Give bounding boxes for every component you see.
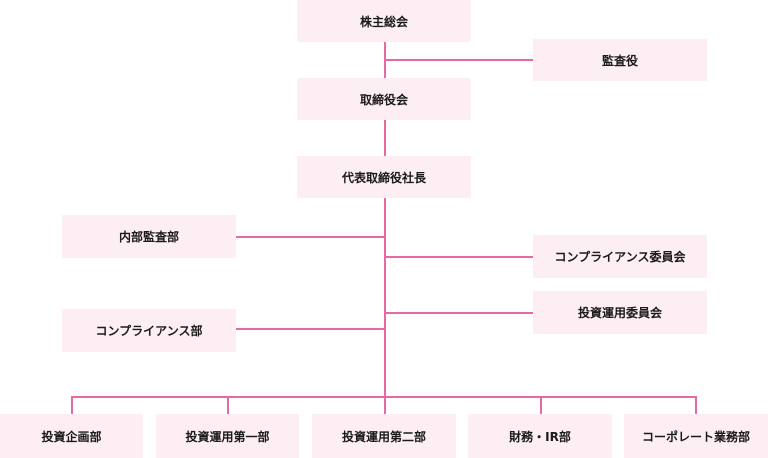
node-board: 取締役会 <box>297 78 471 120</box>
connector-compliance-committee <box>384 256 534 258</box>
node-department: 投資運用第二部 <box>312 414 456 458</box>
node-auditor: 監査役 <box>533 39 707 81</box>
connector-compliance-dept <box>236 328 386 330</box>
connector-dept-1 <box>71 396 73 414</box>
node-department: 財務・IR部 <box>468 414 612 458</box>
node-compliance-committee: コンプライアンス委員会 <box>533 235 707 278</box>
connector-dept-5 <box>695 396 697 414</box>
node-department: 投資運用第一部 <box>156 414 299 458</box>
node-ceo: 代表取締役社長 <box>297 156 471 198</box>
connector-dept-3 <box>384 396 386 414</box>
node-department: コーポレート業務部 <box>624 414 768 458</box>
node-department: 投資企画部 <box>0 414 143 458</box>
node-investment-committee: 投資運用委員会 <box>533 291 707 334</box>
node-internal-audit: 内部監査部 <box>62 215 236 258</box>
connector-internal-audit <box>236 236 386 238</box>
connector-board-ceo <box>384 120 386 156</box>
node-compliance-dept: コンプライアンス部 <box>62 309 236 352</box>
node-shareholders: 株主総会 <box>297 0 471 42</box>
connector-investment-committee <box>384 312 534 314</box>
connector-auditor <box>384 59 534 61</box>
connector-main-trunk <box>384 198 386 398</box>
connector-dept-2 <box>227 396 229 414</box>
connector-dept-4 <box>540 396 542 414</box>
